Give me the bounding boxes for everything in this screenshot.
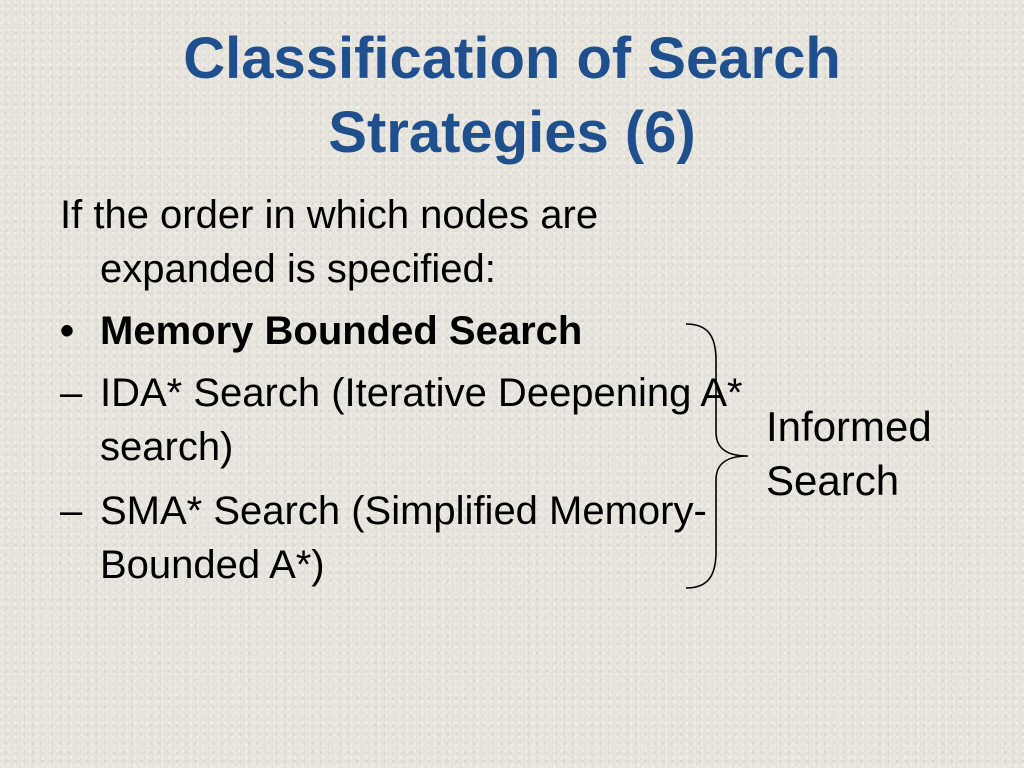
sub-item-text: IDA* Search (Iterative Deepening A* sear… <box>100 371 743 469</box>
title-line-2: Strategies (6) <box>328 100 696 165</box>
right-curly-brace-icon <box>685 323 749 589</box>
slide-title: Classification of Search Strategies (6) <box>0 22 1024 170</box>
bullet-marker: • <box>60 309 75 353</box>
informed-search-label: Informed Search <box>766 400 932 508</box>
dash-marker: – <box>60 489 83 533</box>
intro-text: If the order in which nodes are expanded… <box>60 193 599 291</box>
label-line-1: Informed <box>766 403 932 450</box>
sub-item-text: SMA* Search (Simplified Memory-Bounded A… <box>100 489 707 587</box>
bullet-text: Memory Bounded Search <box>100 309 583 353</box>
label-line-2: Search <box>766 457 900 504</box>
title-line-1: Classification of Search <box>183 26 841 91</box>
dash-marker: – <box>60 371 83 415</box>
sub-item-ida: –IDA* Search (Iterative Deepening A* sea… <box>60 366 760 474</box>
sub-item-sma: –SMA* Search (Simplified Memory-Bounded … <box>60 484 760 592</box>
bullet-item: • Memory Bounded Search <box>60 304 760 358</box>
slide-body: If the order in which nodes are expanded… <box>60 188 760 602</box>
